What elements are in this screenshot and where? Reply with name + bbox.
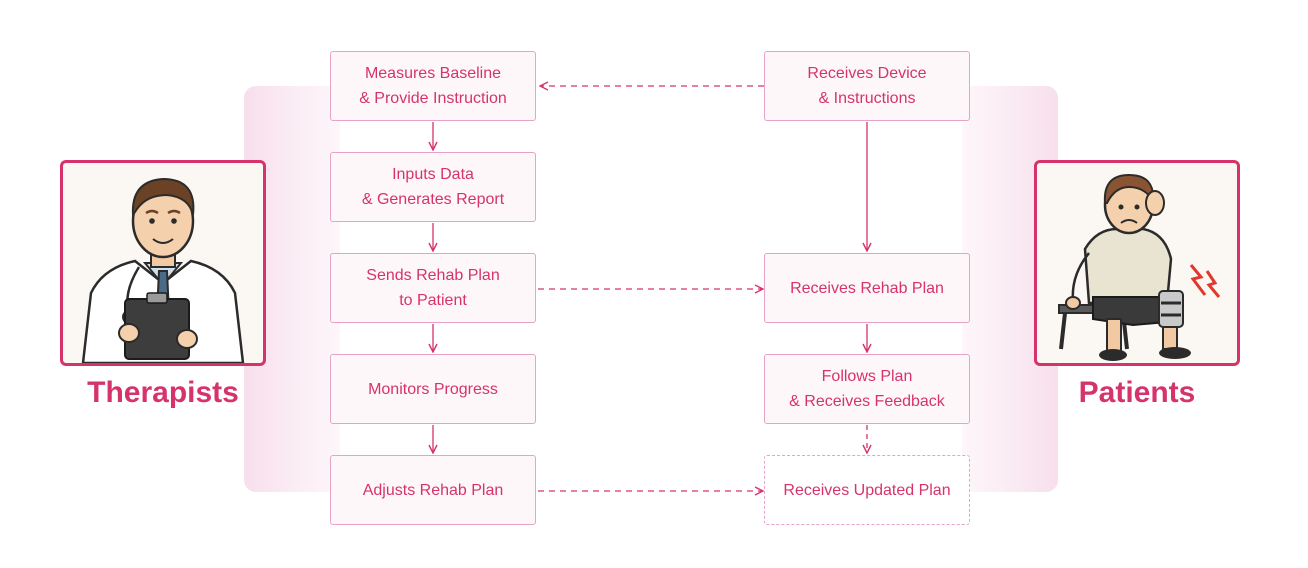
therapist-step-adjusts-plan: Adjusts Rehab Plan xyxy=(330,455,536,525)
therapist-step-monitors-progress: Monitors Progress xyxy=(330,354,536,424)
patient-step-follows-plan: Follows Plan & Receives Feedback xyxy=(764,354,970,424)
injured-patient-illustration-icon xyxy=(1034,160,1240,366)
doctor-illustration-icon xyxy=(60,160,266,366)
therapist-step-sends-plan: Sends Rehab Plan to Patient xyxy=(330,253,536,323)
therapist-step-measures-baseline: Measures Baseline & Provide Instruction xyxy=(330,51,536,121)
patient-step-receives-updated-plan: Receives Updated Plan xyxy=(764,455,970,525)
patient-step-receives-plan: Receives Rehab Plan xyxy=(764,253,970,323)
therapist-step-inputs-data: Inputs Data & Generates Report xyxy=(330,152,536,222)
patients-label: Patients xyxy=(1078,376,1196,409)
patient-step-receives-device: Receives Device & Instructions xyxy=(764,51,970,121)
therapists-label: Therapists xyxy=(87,376,239,409)
